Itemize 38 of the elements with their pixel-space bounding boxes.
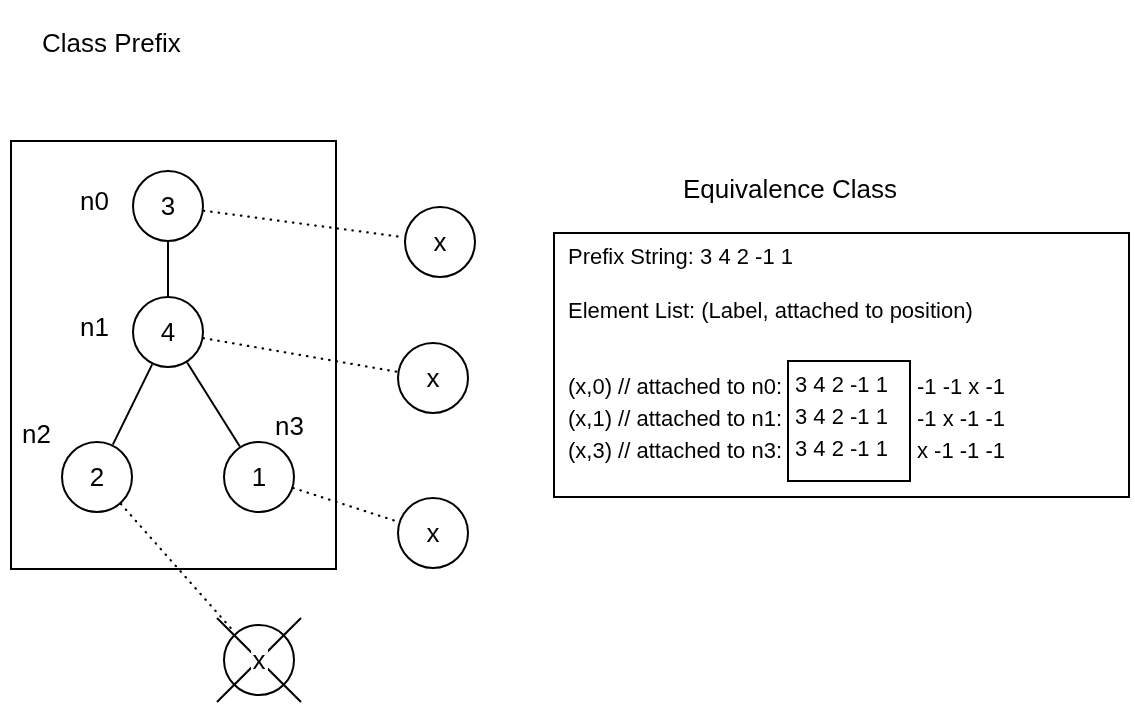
node-value: x [433, 226, 447, 258]
node-value: 1 [251, 461, 267, 493]
node-value: 4 [160, 316, 176, 348]
highlight-frame [787, 360, 911, 482]
tree-node-circle [61, 441, 133, 513]
dotted-line [202, 337, 399, 373]
node-name: n3 [275, 411, 304, 441]
tree-node-circle [132, 170, 204, 242]
node-value: x [250, 647, 268, 673]
text-line: 3 4 2 -1 1 [795, 372, 888, 398]
node-value: 3 [160, 190, 176, 222]
connector-line [167, 241, 169, 297]
tree-node-circle [132, 296, 204, 368]
tree-node-circle [404, 206, 476, 278]
text-line: 3 4 2 -1 1 [795, 436, 888, 462]
text-line: -1 x -1 -1 [917, 406, 1006, 432]
text-line: (x,3) // attached to n3: [568, 438, 782, 464]
node-name: n0 [80, 186, 109, 216]
node-value: 2 [89, 461, 105, 493]
tree-node-circle [397, 342, 469, 414]
connector-line [111, 363, 154, 446]
node-name: n1 [80, 312, 109, 342]
panel-title: Equivalence Class [683, 176, 897, 202]
node-value: x [426, 362, 440, 394]
text-line: Prefix String: 3 4 2 -1 1 [568, 244, 793, 270]
text-line: (x,0) // attached to n0: [568, 374, 782, 400]
text-line: x -1 -1 -1 [917, 438, 1006, 464]
node-value: x [426, 517, 440, 549]
connector-line [186, 361, 241, 448]
panel-title: Class Prefix [42, 30, 181, 56]
tree-node-circle [223, 624, 295, 696]
tree-node-circle [397, 497, 469, 569]
node-name: n2 [22, 419, 51, 449]
text-line: (x,1) // attached to n1: [568, 406, 782, 432]
text-line: Element List: (Label, attached to position) [568, 298, 973, 324]
tree-node-circle [223, 441, 295, 513]
text-line: -1 -1 x -1 [917, 374, 1006, 400]
text-line: 3 4 2 -1 1 [795, 404, 888, 430]
